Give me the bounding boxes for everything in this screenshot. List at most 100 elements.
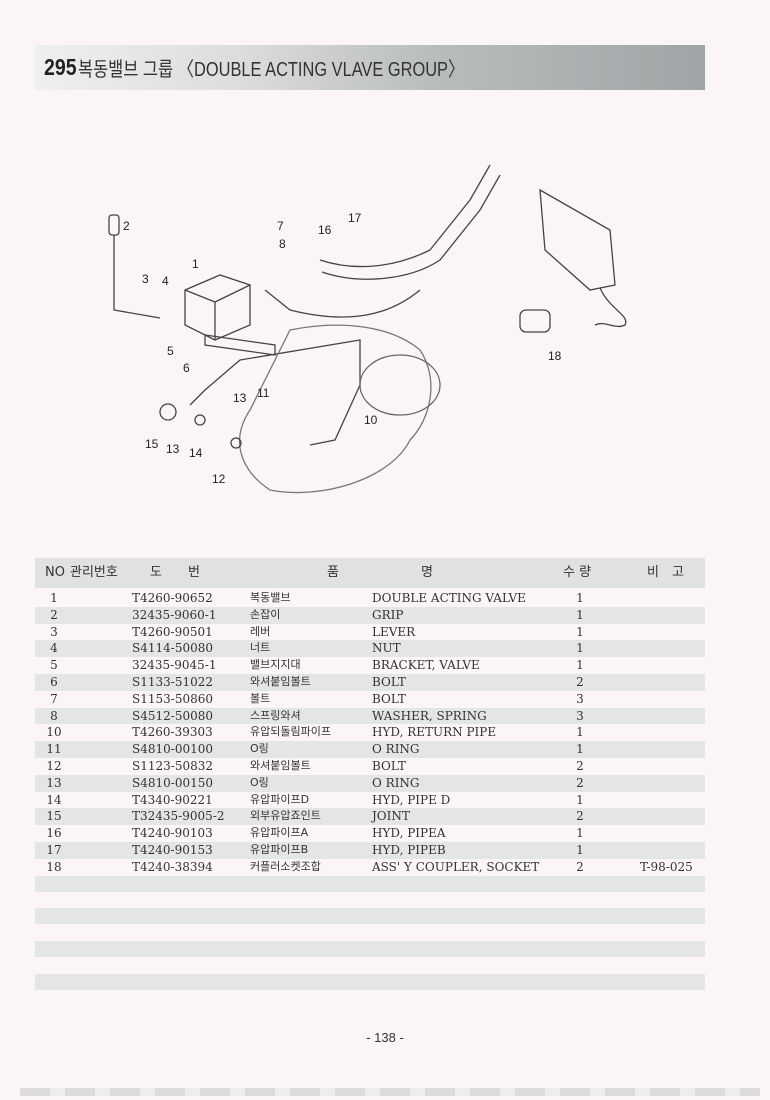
quantity: 2 <box>576 674 584 689</box>
item-no: 7 <box>50 691 58 706</box>
name-korean: 유압파이프B <box>250 842 309 856</box>
quantity: 1 <box>576 826 584 841</box>
name-english: ASS' Y COUPLER, SOCKET <box>372 859 540 874</box>
header-remark: 비 고 <box>647 565 684 580</box>
section-title: 복동밸브 그룹 〈DOUBLE ACTING VLAVE GROUP〉 <box>78 59 465 81</box>
page-number: - 138 - <box>366 1030 404 1045</box>
table-header: NO 관리번호 도 번 품 명 수 량 비 고 <box>35 558 705 588</box>
coupler-socket <box>519 309 551 333</box>
name-korean: 와셔붙임볼트 <box>250 758 311 772</box>
header-drawing-no: 도 번 <box>150 565 200 580</box>
callout-labels: 2 1 3 4 5 6 7 8 10 11 12 13 13 14 15 16 … <box>123 211 562 486</box>
callout: 10 <box>364 413 378 427</box>
joint-part <box>159 403 177 421</box>
name-english: GRIP <box>372 607 404 622</box>
scan-edge <box>20 1088 760 1096</box>
quantity: 1 <box>576 607 584 622</box>
name-english: O RING <box>372 742 420 757</box>
part-number: S1123-50832 <box>132 758 213 773</box>
part-number: T4240-38394 <box>132 859 213 874</box>
item-no: 10 <box>46 725 62 740</box>
callout: 14 <box>189 446 203 460</box>
lever-part <box>113 235 161 319</box>
name-korean: 유압파이프A <box>250 826 309 840</box>
remark: T-98-025 <box>640 859 693 874</box>
item-no: 3 <box>50 624 58 639</box>
callout: 8 <box>279 237 286 251</box>
header-name-b: 명 <box>421 565 433 580</box>
callout: 18 <box>548 349 562 363</box>
bracket-part <box>204 334 276 356</box>
name-english: HYD, RETURN PIPE <box>372 725 497 740</box>
name-korean: 커플러소켓조합 <box>250 859 321 873</box>
quantity: 1 <box>576 792 584 807</box>
name-korean: 너트 <box>250 641 271 655</box>
name-english: HYD, PIPEA <box>372 826 446 841</box>
return-pipe <box>189 339 361 446</box>
part-number: T4340-90221 <box>132 792 213 807</box>
name-korean: 와셔붙임볼트 <box>250 674 311 688</box>
name-english: LEVER <box>372 624 416 639</box>
item-no: 4 <box>50 641 58 656</box>
part-number: 32435-9045-1 <box>132 658 217 673</box>
part-number: T4240-90103 <box>132 826 213 841</box>
callout: 15 <box>145 437 159 451</box>
section-header: 295 복동밸브 그룹 〈DOUBLE ACTING VLAVE GROUP〉 <box>35 45 705 90</box>
quantity: 2 <box>576 758 584 773</box>
name-english: NUT <box>372 641 401 656</box>
part-number: T4260-90652 <box>132 591 213 605</box>
item-no: 5 <box>50 658 58 673</box>
item-no: 16 <box>46 826 62 841</box>
callout: 5 <box>167 344 174 358</box>
name-korean: O링 <box>250 742 269 756</box>
part-number: S4512-50080 <box>132 708 213 723</box>
table-row: 16 T4240-90103 유압파이프A HYD, PIPEA 1 <box>35 825 705 842</box>
name-english: O RING <box>372 775 420 790</box>
header-mgmt-no: 관리번호 <box>70 565 118 580</box>
item-no: 12 <box>46 758 62 773</box>
empty-row-band <box>35 876 705 892</box>
quantity: 2 <box>576 809 584 824</box>
header-no: NO <box>45 565 65 580</box>
pipe-b <box>264 289 421 318</box>
item-no: 11 <box>46 742 62 757</box>
callout: 1 <box>192 257 199 271</box>
name-korean: 유압파이프D <box>250 792 310 806</box>
exploded-parts-diagram: 2 1 3 4 5 6 7 8 10 11 12 13 13 14 15 16 … <box>108 164 627 494</box>
name-korean: 외부유압죠인트 <box>250 809 321 823</box>
empty-row-band <box>35 908 705 924</box>
tractor-body-outline <box>238 324 432 494</box>
quantity: 1 <box>576 842 584 857</box>
part-number: S4810-00150 <box>132 775 213 790</box>
callout: 7 <box>277 219 284 233</box>
item-no: 13 <box>46 775 62 790</box>
name-english: BOLT <box>372 691 406 706</box>
item-no: 1 <box>50 591 58 605</box>
part-number: T4260-90501 <box>132 624 213 639</box>
callout: 11 <box>257 386 270 400</box>
empty-row-band <box>35 974 705 990</box>
callout: 12 <box>212 472 226 486</box>
name-korean: O링 <box>250 775 269 789</box>
quantity: 1 <box>576 641 584 656</box>
callout: 13 <box>166 442 180 456</box>
item-no: 2 <box>50 607 58 622</box>
quantity: 3 <box>576 691 584 706</box>
name-korean: 밸브지지대 <box>250 658 301 672</box>
name-english: BRACKET, VALVE <box>372 658 480 673</box>
callout: 2 <box>123 219 130 233</box>
part-number: S1133-51022 <box>132 674 213 689</box>
valve-part <box>184 274 251 341</box>
item-no: 14 <box>46 792 62 807</box>
